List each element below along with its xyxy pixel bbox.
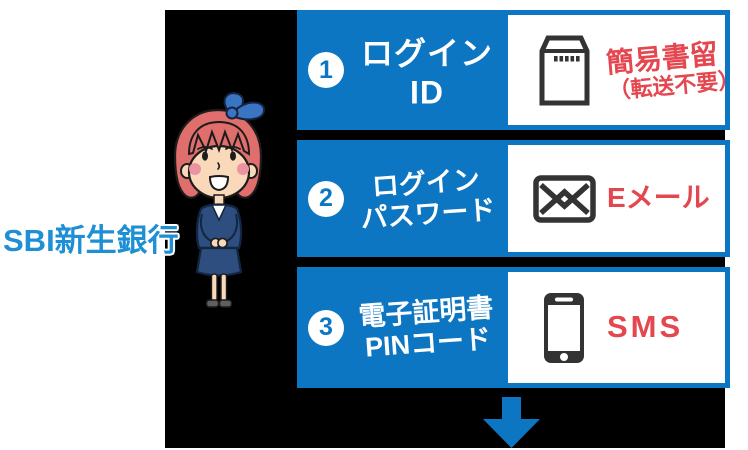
delivery-method-box: Eメール bbox=[508, 145, 725, 252]
character-shirt bbox=[210, 204, 228, 222]
character-mouth bbox=[208, 175, 230, 192]
character-leg bbox=[220, 273, 228, 302]
email-icon bbox=[532, 174, 596, 223]
bank-staff-character bbox=[173, 92, 265, 308]
character-eyes bbox=[202, 151, 236, 161]
method-line: SMS bbox=[607, 309, 684, 345]
step-label: ログインID bbox=[349, 29, 505, 112]
character-hand bbox=[217, 237, 228, 249]
step-row-login-id: 1 ログインID 簡易書留 bbox=[297, 10, 741, 130]
delivery-method-box: 簡易書留 （転送不要） bbox=[508, 15, 741, 125]
brand-title: SBI新生銀行 bbox=[3, 223, 179, 258]
character-shoe bbox=[218, 299, 233, 308]
character-leg bbox=[210, 273, 218, 302]
character-bangs bbox=[187, 120, 251, 156]
delivery-method-text: Eメール bbox=[607, 182, 710, 214]
character-eyelashes bbox=[197, 146, 241, 150]
step-row-login-password: 2 ログイン パスワード Eメール bbox=[297, 140, 730, 257]
character-blush bbox=[189, 163, 201, 175]
delivery-method-text: SMS bbox=[607, 310, 683, 344]
step-row-pin-code: 3 電子証明書 PINコード SMS bbox=[297, 267, 730, 388]
step-number: 1 bbox=[319, 55, 333, 84]
step-label: 電子証明書 PINコード bbox=[347, 291, 507, 363]
step-number-badge: 3 bbox=[308, 309, 344, 346]
step-label-line: ログインID bbox=[360, 35, 493, 111]
registered-mail-icon bbox=[539, 35, 589, 105]
character-shoe bbox=[205, 299, 220, 308]
character-arms bbox=[199, 213, 239, 243]
step-number: 3 bbox=[319, 313, 333, 341]
step-number-badge: 1 bbox=[308, 52, 344, 88]
delivery-method-box: SMS bbox=[508, 272, 725, 383]
step-label: ログイン パスワード bbox=[347, 162, 507, 234]
step-number: 2 bbox=[319, 184, 333, 212]
smartphone-icon bbox=[544, 292, 584, 363]
character-blush bbox=[237, 163, 249, 175]
down-arrow-icon bbox=[483, 397, 540, 448]
character-skirt bbox=[195, 246, 243, 277]
delivery-method-text: 簡易書留 （転送不要） bbox=[605, 37, 741, 103]
step-number-badge: 2 bbox=[308, 180, 344, 217]
method-line: Eメール bbox=[607, 182, 710, 214]
hair-ribbon-icon bbox=[223, 92, 265, 121]
character-nose bbox=[217, 162, 221, 170]
